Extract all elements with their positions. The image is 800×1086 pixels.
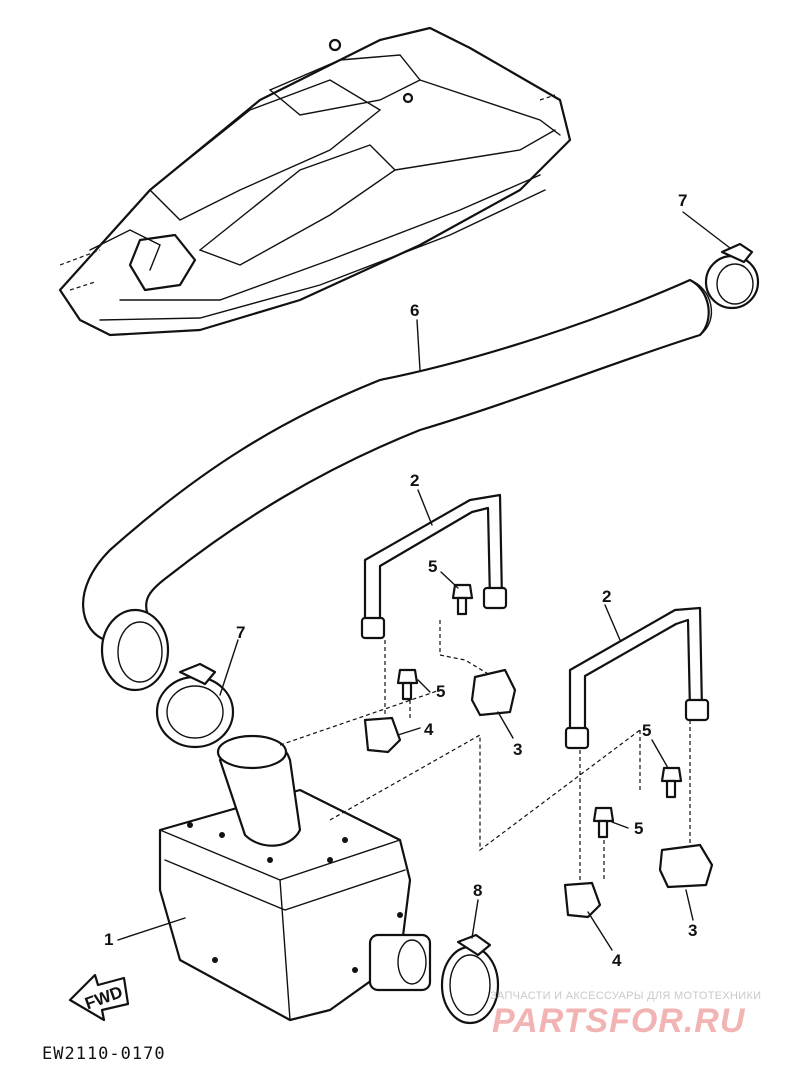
dampers [470,668,714,889]
callout-5-b: 5 [436,682,445,701]
watercraft-hull [58,26,572,337]
bolt-2 [396,668,419,701]
exhaust-hose [82,278,713,692]
callout-7-middle: 7 [236,623,245,642]
callout-3-left: 3 [513,740,522,759]
callout-numbers: 7 6 2 2 5 5 4 3 5 5 4 3 7 1 8 [104,191,697,970]
bracket-left [360,493,508,640]
callout-4-left: 4 [424,720,434,739]
watermark-subtitle: ЗАПЧАСТИ И АКСЕССУАРЫ ДЛЯ МОТОТЕХНИКИ [490,990,762,1002]
bolt-4 [592,806,615,839]
callout-3-right: 3 [688,921,697,940]
callout-6: 6 [410,301,419,320]
callout-2-left: 2 [410,471,419,490]
bolts [396,583,683,839]
callout-7-upper: 7 [678,191,687,210]
hose-clamp-upper [704,242,760,310]
callout-1: 1 [104,930,113,949]
callout-5-c: 5 [642,721,651,740]
muffler [158,734,432,1022]
bracket-right [564,606,710,750]
bolt-3 [660,766,683,799]
bolt-1 [451,583,474,616]
callout-4-right: 4 [612,951,622,970]
fwd-arrow: FWD [68,973,130,1022]
leader-lines [117,211,731,951]
watermark-logo: PARTSFOR.RU [492,1002,746,1040]
callout-2-right: 2 [602,587,611,606]
hose-clamp-middle [155,662,235,749]
hose-clamp-outlet [440,933,500,1025]
assembly-lines [279,620,691,880]
diagram-code: EW2110-0170 [42,1044,166,1064]
callout-5-a: 5 [428,557,437,576]
callout-8: 8 [473,881,482,900]
holders [363,716,602,919]
callout-5-d: 5 [634,819,643,838]
